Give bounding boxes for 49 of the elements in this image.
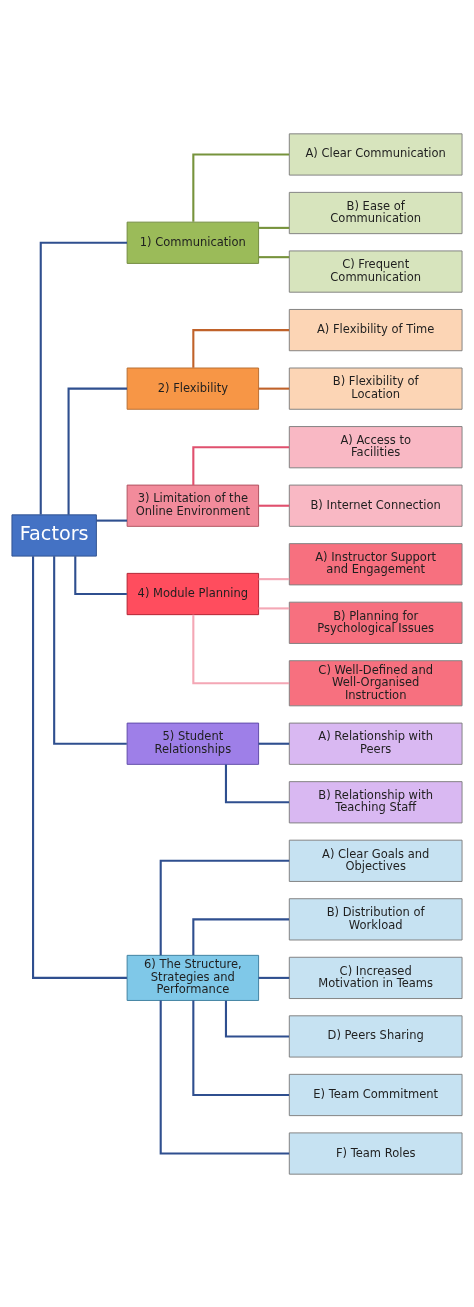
node-box: E) Team Commitment: [288, 1073, 463, 1116]
connector: [39, 241, 127, 514]
node-box: 1) Communication: [126, 221, 260, 264]
node-box: B) Ease of Communication: [288, 191, 463, 234]
connector: [258, 255, 290, 258]
node-box: A) Instructor Support and Engagement: [288, 542, 463, 585]
node-box: A) Flexibility of Time: [288, 308, 463, 351]
node-box: A) Clear Goals and Objectives: [288, 839, 463, 882]
node-box: F) Team Roles: [288, 1131, 463, 1175]
node-box: B) Distribution of Workload: [288, 897, 463, 940]
node-box: 6) The Structure, Strategies and Performance: [126, 954, 260, 1001]
connector: [192, 328, 290, 368]
connector: [224, 764, 290, 803]
connector: [258, 504, 290, 507]
connector: [192, 614, 290, 684]
connector: [258, 577, 290, 580]
node-box: A) Access to Facilities: [288, 425, 463, 468]
connector: [192, 152, 290, 222]
connector: [159, 1000, 290, 1155]
connector: [258, 606, 290, 609]
connector: [258, 976, 290, 979]
node-box: D) Peers Sharing: [288, 1014, 463, 1058]
connector: [159, 859, 290, 955]
node-box: 3) Limitation of the Online Environment: [126, 484, 260, 527]
node-box: A) Clear Communication: [288, 132, 463, 176]
node-box: 5) Student Relationships: [126, 722, 260, 765]
node-box: B) Flexibility of Location: [288, 367, 463, 410]
connector: [192, 445, 290, 485]
node-box: B) Relationship with Teaching Staff: [288, 780, 463, 823]
connector: [258, 742, 290, 745]
connector: [258, 226, 290, 229]
node-box: C) Increased Motivation in Teams: [288, 956, 463, 999]
connector: [67, 387, 128, 515]
node-box: C) Well-Defined and Well-Organised Instruction: [288, 659, 463, 706]
connector: [53, 555, 127, 745]
node-box: C) Frequent Communication: [288, 249, 463, 293]
connector: [32, 555, 127, 979]
node-box: 2) Flexibility: [126, 367, 260, 410]
connector: [224, 1000, 290, 1037]
node-box: B) Planning for Psychological Issues: [288, 601, 463, 644]
connector: [96, 519, 127, 522]
connector: [192, 999, 290, 1096]
connector: [192, 917, 290, 955]
node-box: B) Internet Connection: [288, 484, 463, 527]
connector: [258, 387, 290, 390]
node-box: Factors: [11, 513, 97, 557]
connector: [74, 555, 127, 595]
node-box: 4) Module Planning: [126, 572, 260, 615]
node-box: A) Relationship with Peers: [288, 722, 463, 765]
